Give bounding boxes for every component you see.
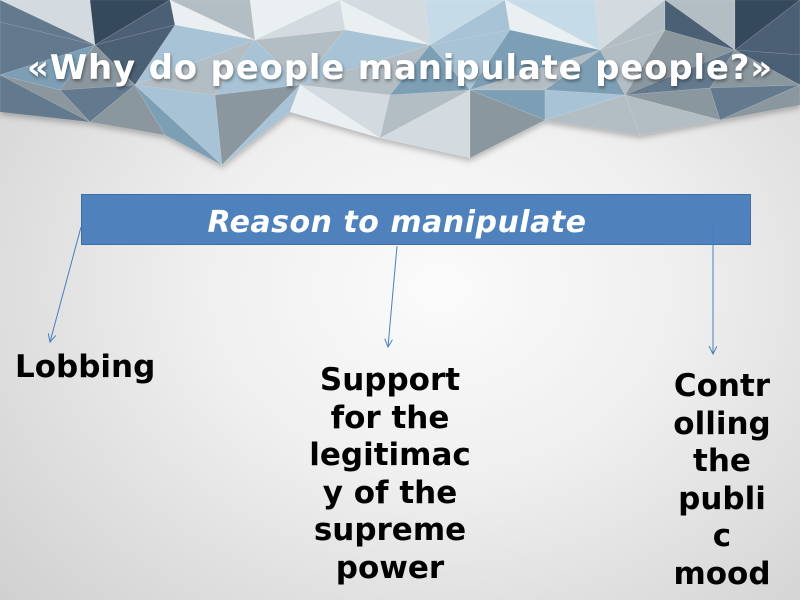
banner-polygon: [719, 84, 800, 121]
reason-text-line: supreme: [313, 512, 467, 548]
reason-text-line: legitimac: [309, 437, 471, 473]
reason-text-line: the: [693, 443, 751, 479]
header-polygon-banner: [0, 0, 800, 166]
reason-text-line: mood: [673, 555, 771, 592]
arrow-to-support-legitimacy: [388, 245, 398, 347]
banner-polygon: [289, 84, 381, 139]
banner-polygon: [134, 84, 223, 166]
reason-text-line: olling: [673, 405, 771, 442]
banner-polygon: [624, 94, 721, 136]
reason-text-line: Lobbing: [15, 349, 156, 385]
arrow-to-lobbing: [50, 226, 82, 342]
reason-text-line: power: [335, 549, 445, 586]
reason-text-line: Contr: [673, 368, 771, 404]
banner-polygon: [469, 89, 546, 159]
banner-polygon: [0, 74, 91, 123]
reason-text-line: y of the: [322, 474, 458, 511]
reason-text-line: publi: [678, 480, 766, 517]
reason-box-label: Reason to manipulate: [207, 205, 587, 240]
reason-text-line: Support: [319, 362, 461, 398]
reason-text-line: for the: [330, 399, 450, 436]
reason-text-line: c: [712, 518, 732, 554]
reason-support-legitimacy: Support for the legitimac y of the supre…: [290, 362, 490, 587]
reason-controlling-public-mood: Contr olling the publi c mood: [662, 368, 782, 593]
reason-lobbing: Lobbing: [15, 349, 155, 387]
reason-box: Reason to manipulate: [81, 194, 751, 245]
slide-title: «Why do people manipulate people?»: [26, 48, 774, 88]
